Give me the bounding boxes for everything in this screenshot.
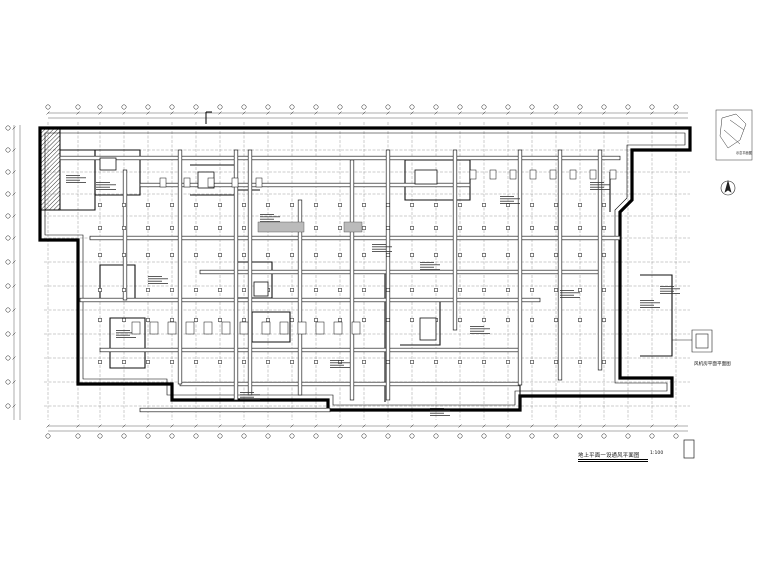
- section-marker: [205, 111, 212, 124]
- legend-symbol: [683, 439, 695, 459]
- bottom-dimension-lines: [48, 425, 688, 432]
- air-diffusers: [98, 203, 606, 364]
- louver-blocks: [257, 221, 363, 233]
- side-detail-label: 风机房平面平面图: [694, 362, 731, 367]
- drawing-title: 地上平面一设通风平面图: [578, 453, 640, 459]
- interior-partitions: [60, 149, 673, 410]
- equipment-annotations: [66, 175, 680, 416]
- dimension-ticks: [12, 111, 678, 428]
- side-detail: [672, 329, 713, 353]
- drawing-scale: 1:100: [650, 451, 664, 456]
- left-dimension-lines: [13, 125, 21, 420]
- air-ducts: [59, 149, 621, 413]
- hatched-wall-block: [39, 127, 61, 211]
- fan-coil-row: [131, 169, 617, 335]
- outline-inner-line: [44, 132, 686, 406]
- title-underline: [578, 459, 648, 460]
- title-underline-thin: [578, 461, 648, 462]
- north-arrow-icon: [720, 179, 736, 196]
- top-dimension-lines: [48, 112, 688, 119]
- key-plan: [715, 109, 753, 161]
- keyplan-label: 示意平面图: [736, 151, 752, 155]
- axis-bubbles: [5, 104, 679, 439]
